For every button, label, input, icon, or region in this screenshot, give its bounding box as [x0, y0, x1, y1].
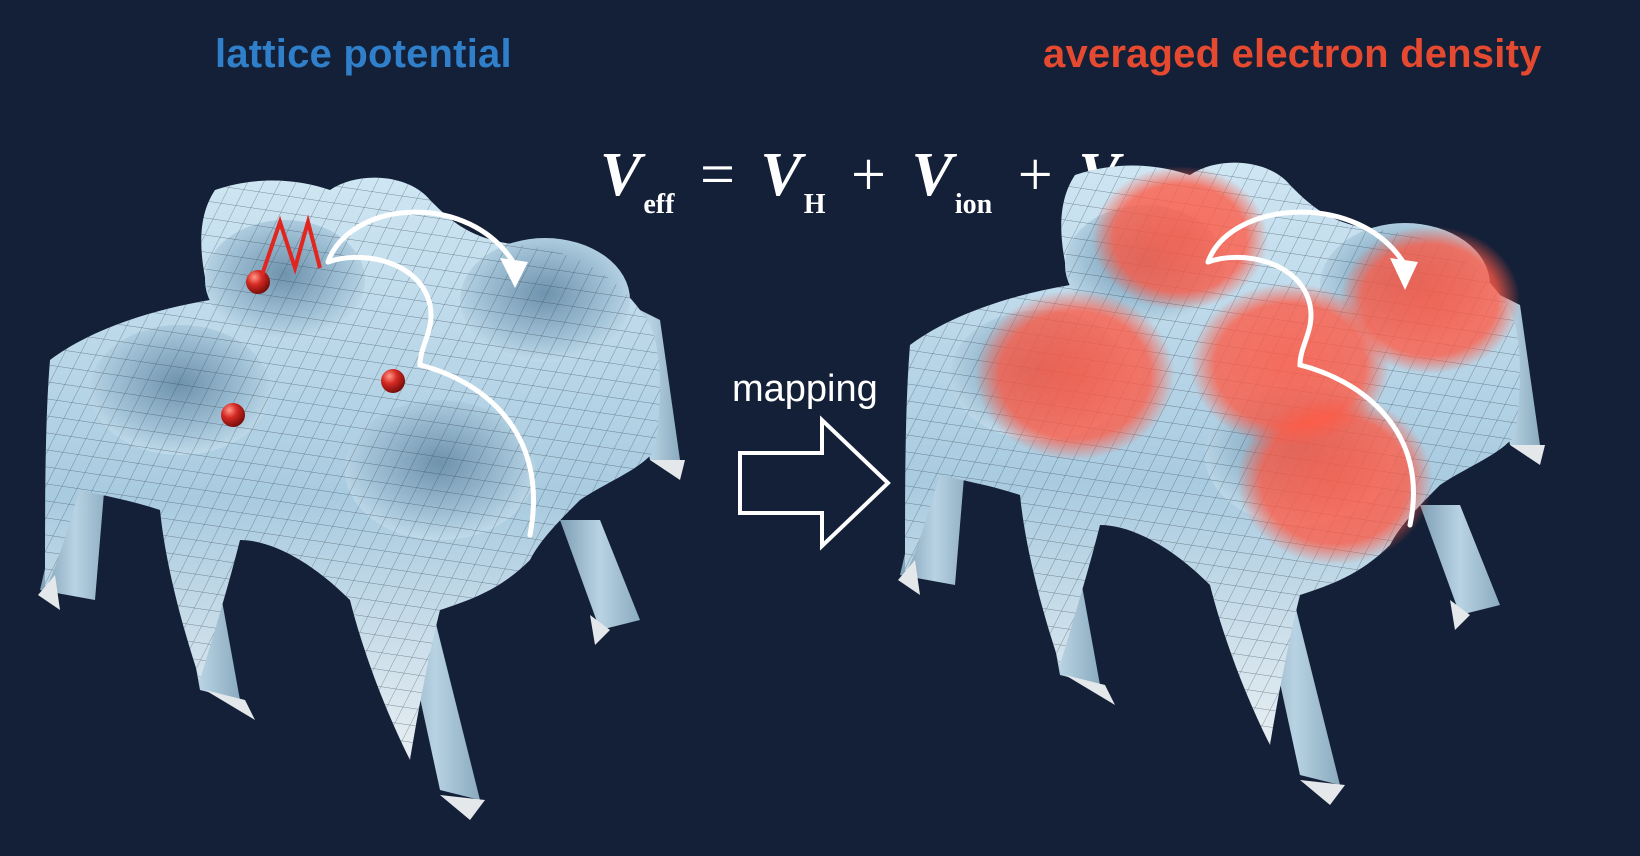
arrowhead-left — [500, 258, 528, 288]
plus-sign-2: + — [1017, 141, 1053, 209]
electron-density-title: averaged electron density — [1043, 32, 1542, 76]
density-cloud-2 — [1340, 226, 1520, 374]
density-cloud-4 — [975, 290, 1175, 460]
density-clouds — [975, 166, 1520, 565]
equals-sign: = — [699, 141, 735, 209]
v-h-subscript: H — [803, 189, 826, 220]
effective-potential-equation: Veff = VH + Vion + Vxc — [600, 140, 1148, 221]
electron-ball-1 — [246, 270, 270, 294]
arrowhead-right — [1390, 258, 1418, 290]
v-h-symbol: V — [760, 141, 802, 209]
zigzag-vibration-icon — [260, 214, 322, 276]
v-ion-subscript: ion — [954, 189, 993, 220]
v-eff-subscript: eff — [643, 189, 675, 220]
density-cloud-1 — [1092, 166, 1268, 310]
v-eff-symbol: V — [600, 141, 642, 209]
lattice-potential-surface — [38, 177, 685, 820]
mapping-label: mapping — [732, 368, 878, 410]
plus-sign-1: + — [851, 141, 887, 209]
electron-ball-2 — [381, 369, 405, 393]
density-cloud-5 — [1237, 395, 1433, 565]
hopping-arrows-right — [1205, 209, 1416, 528]
hopping-arrows-left — [325, 209, 536, 538]
electron-ball-3 — [221, 403, 245, 427]
v-ion-symbol: V — [911, 141, 953, 209]
lattice-potential-title: lattice potential — [215, 32, 512, 76]
mapping-arrow-icon — [738, 415, 891, 551]
